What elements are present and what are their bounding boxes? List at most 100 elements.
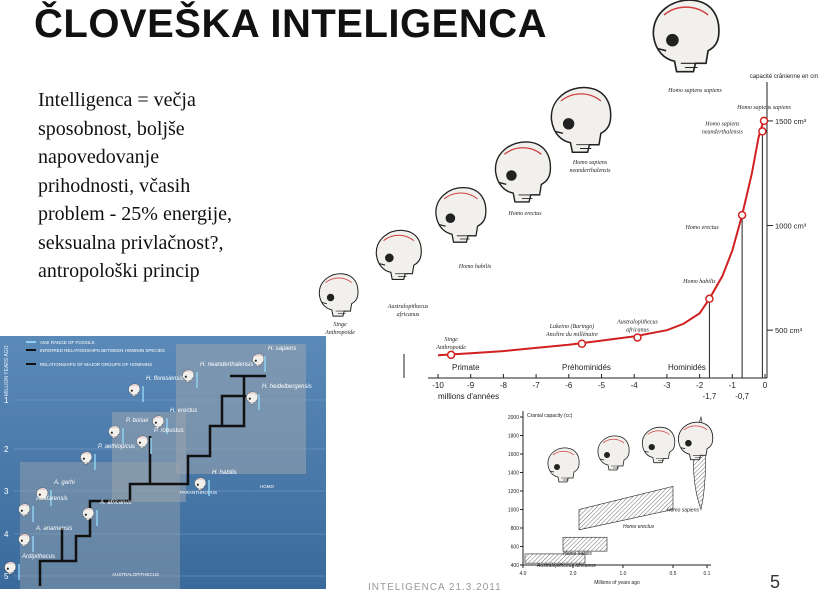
x-tick-label: -3 [663, 381, 671, 390]
phylo-y-tick: 2 [4, 445, 9, 454]
x-extra-label: -0,7 [735, 392, 749, 401]
skull-icon [653, 0, 719, 72]
species-label: H. sapiens [268, 346, 296, 352]
skull-eye-socket [21, 510, 23, 512]
y-tick-label: 500 cm³ [775, 326, 803, 335]
group-label: HOMO [260, 484, 274, 489]
y-tick-label: 1600 [508, 452, 519, 458]
species-label: H. habilis [212, 470, 237, 476]
band-label: Homo sapiens [667, 507, 699, 513]
x-tick-label: 0.1 [704, 571, 711, 577]
skull-eye-socket [685, 440, 692, 447]
habilis-band [563, 537, 607, 551]
species-label: Ardipithecus [21, 554, 55, 560]
phylo-y-tick: 3 [4, 487, 9, 496]
x-tick-label: -8 [500, 381, 508, 390]
skull-eye-socket [111, 432, 113, 434]
skull-outline [551, 88, 610, 153]
data-point [739, 212, 746, 219]
data-point [578, 340, 585, 347]
data-point [634, 334, 641, 341]
species-label: P. aethiopicus [98, 444, 135, 450]
x-tick-label: -4 [631, 381, 639, 390]
skull-eye-socket [649, 444, 655, 450]
footer-text: INTELIGENCA 21.3.2011 [368, 582, 502, 593]
species-label: A. afarensis [35, 496, 68, 502]
data-point-label: Australopithecus [616, 319, 658, 325]
body-line: problem - 25% energije, [38, 200, 338, 229]
x-tick-label: -7 [533, 381, 541, 390]
skull-outline [436, 188, 486, 243]
group-label: PARANTHROPUS [180, 490, 217, 495]
skull-label: Homo sapiens sapiens [667, 88, 722, 94]
data-point-label: africanus [626, 326, 649, 333]
x-axis-label: millions d'années [438, 392, 499, 401]
period-label: Préhominidés [562, 363, 611, 372]
skull-eye-socket [327, 294, 334, 301]
skull-eye-socket [139, 442, 141, 444]
data-point [706, 295, 713, 302]
data-point-label: Ancêtre du millénaire [545, 332, 598, 338]
y-tick-label: 2000 [508, 415, 519, 421]
x-tick-label: 1.0 [620, 571, 627, 577]
x-extra-label: -1,7 [703, 392, 717, 401]
x-tick-label: 0 [763, 381, 768, 390]
skull-eye-socket [85, 514, 87, 516]
capacity-line [438, 121, 763, 355]
species-label: H. heidelbergensis [262, 384, 312, 390]
body-line: prihodnosti, včasih [38, 172, 338, 201]
x-tick-label: -6 [565, 381, 573, 390]
x-tick-label: 4.0 [520, 571, 527, 577]
skull-illustrations: SingeAnthropoïdeAustralopithecusafricanu… [319, 0, 722, 336]
x-tick-label: -5 [598, 381, 606, 390]
skull-label: neanderthalensis [570, 168, 612, 174]
skull-label: Homo erectus [507, 211, 542, 217]
skull-eye-socket [563, 118, 574, 129]
skull-icon [495, 142, 550, 202]
skull-eye-socket [506, 170, 517, 181]
legend-label: RELATIONSHIPS OF MAJOR GROUPS OF HOMININ… [40, 362, 152, 367]
skull-eye-socket [666, 34, 679, 47]
skull-eye-socket [249, 398, 251, 400]
y-tick-label: 1500 cm³ [775, 117, 807, 126]
x-tick-label: -2 [696, 381, 704, 390]
species-label: P. robustus [154, 428, 184, 434]
y-tick-label: 1000 [508, 508, 519, 514]
cranial-capacity-chart: SingeAnthropoïdeAustralopithecusafricanu… [300, 0, 818, 405]
species-label: H. erectus [170, 408, 197, 414]
y-tick-label: 1800 [508, 434, 519, 440]
skull-eye-socket [155, 422, 157, 424]
skull-eye-socket [197, 484, 199, 486]
x-tick-label: -1 [729, 381, 737, 390]
skull-eye-socket [554, 464, 560, 470]
skull-eye-socket [604, 452, 610, 458]
skull-eye-socket [185, 376, 187, 378]
page-number: 5 [770, 572, 780, 593]
skull-label: Australopithecus [387, 304, 429, 310]
data-point [448, 351, 455, 358]
y-axis-label: Cranial capacity (cc) [527, 413, 573, 419]
skull-label: Singe [333, 322, 347, 328]
y-tick-label: 1200 [508, 489, 519, 495]
skull-label: Homo sapiens [572, 160, 608, 166]
y-tick-label: 1000 cm³ [775, 222, 807, 231]
skull-eye-socket [131, 390, 133, 392]
data-point-label: Lukeino (Baringo) [549, 323, 595, 330]
y-axis-label: capacité crânienne en cm³ [750, 74, 818, 80]
period-label: Primate [452, 363, 480, 372]
skull-eye-socket [385, 254, 394, 263]
species-label: A. anamensis [35, 526, 72, 532]
x-tick-label: -10 [432, 381, 444, 390]
x-axis-label: Millions of years ago [594, 580, 640, 586]
skull-icon [319, 274, 358, 316]
skull-outline [653, 0, 719, 72]
species-label: A. africanus [99, 500, 132, 506]
body-line: napovedovanje [38, 143, 338, 172]
data-point-label: Homo habilis [682, 279, 716, 285]
data-point-label: Singe [444, 337, 458, 343]
phylo-axis-title: MILLION YEARS AGO [4, 345, 10, 396]
species-label: H. floresiensis [146, 376, 184, 382]
